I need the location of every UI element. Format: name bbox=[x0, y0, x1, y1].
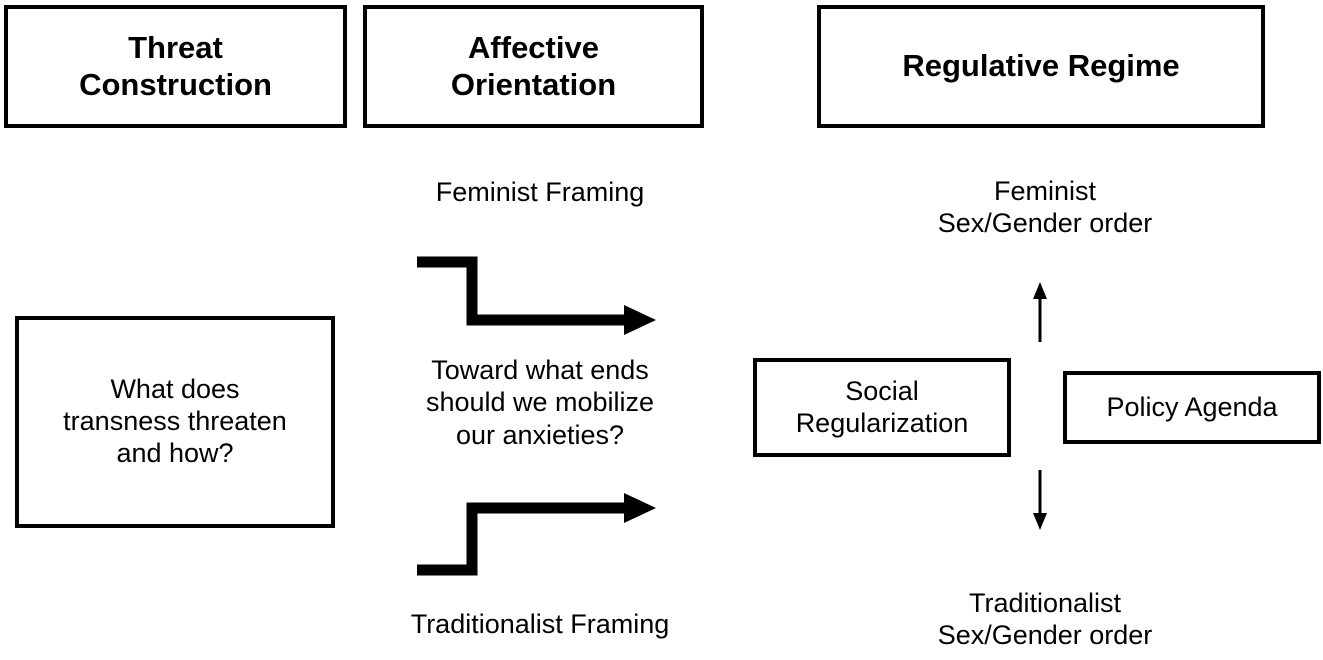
header-label-affective-orientation: Affective Orientation bbox=[450, 29, 617, 102]
down-arrow-traditionalist-order-icon bbox=[1033, 470, 1047, 530]
header-label-regulative-regime: Regulative Regime bbox=[902, 48, 1180, 84]
header-box-affective-orientation: Affective Orientation bbox=[363, 5, 704, 128]
box-social-regularization-label: Social Regularization bbox=[795, 375, 969, 438]
box-policy-agenda-label: Policy Agenda bbox=[1106, 391, 1278, 422]
box-policy-agenda: Policy Agenda bbox=[1063, 371, 1321, 444]
label-feminist-framing: Feminist Framing bbox=[435, 177, 645, 207]
label-traditionalist-sex-gender-order: Traditionalist Sex/Gender order bbox=[937, 588, 1153, 651]
header-box-regulative-regime: Regulative Regime bbox=[817, 5, 1265, 128]
label-feminist-sex-gender-order: Feminist Sex/Gender order bbox=[937, 176, 1153, 239]
box-social-regularization: Social Regularization bbox=[753, 358, 1011, 457]
box-threat-question: What does transness threaten and how? bbox=[15, 316, 335, 528]
label-center-question: Toward what ends should we mobilize our … bbox=[425, 355, 655, 450]
label-traditionalist-framing: Traditionalist Framing bbox=[410, 609, 670, 639]
feminist-step-arrow-icon bbox=[417, 256, 656, 335]
box-threat-question-label: What does transness threaten and how? bbox=[63, 374, 287, 468]
traditionalist-step-arrow-icon bbox=[417, 493, 656, 576]
header-label-threat-construction: Threat Construction bbox=[79, 29, 272, 102]
up-arrow-feminist-order-icon bbox=[1033, 282, 1047, 342]
header-box-threat-construction: Threat Construction bbox=[4, 5, 347, 128]
